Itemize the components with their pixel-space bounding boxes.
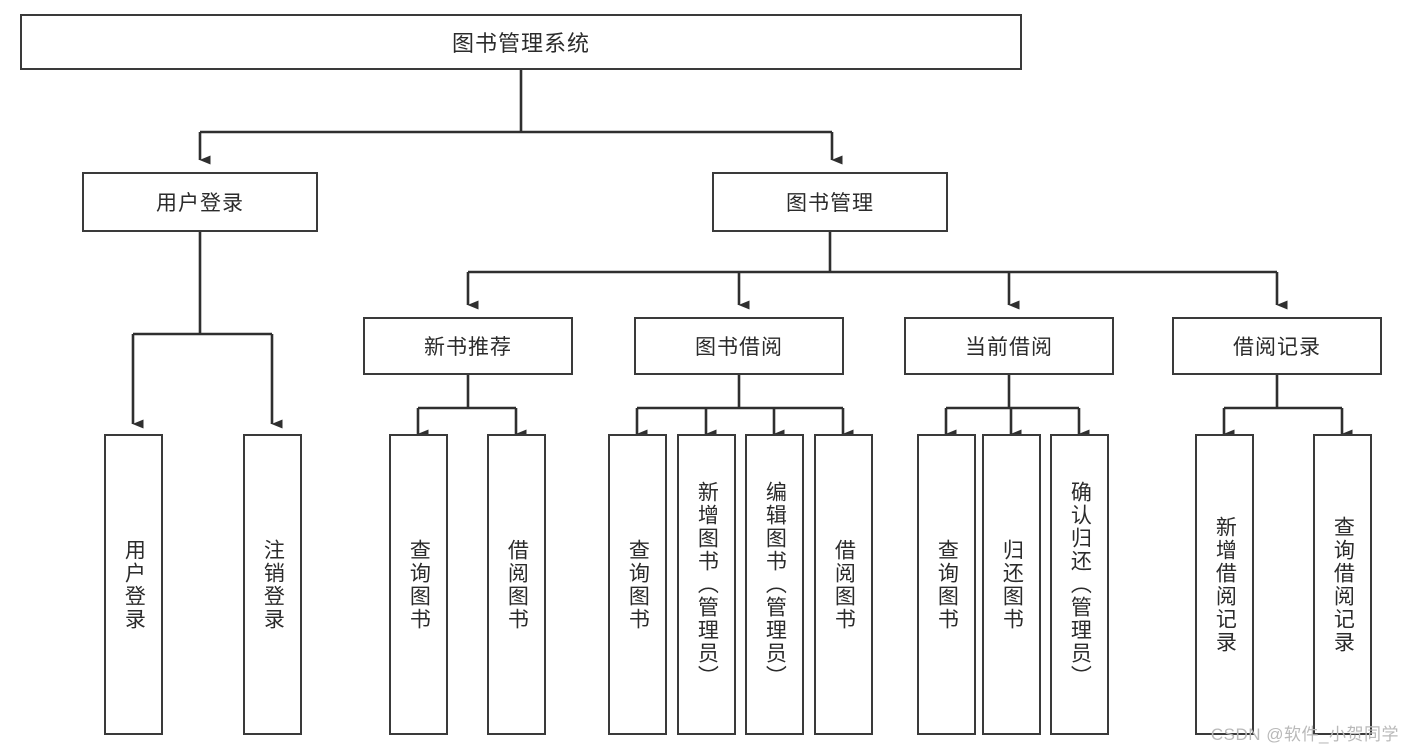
leaf-user-login-login[interactable]: 用户登录 — [104, 434, 163, 735]
node-new-book-recommend[interactable]: 新书推荐 — [363, 317, 573, 375]
node-label: 新增借阅记录 — [1213, 515, 1237, 654]
node-label: 查询图书 — [935, 538, 959, 631]
node-label: 用户登录 — [122, 538, 146, 631]
leaf-current-return-book[interactable]: 归还图书 — [982, 434, 1041, 735]
leaf-current-confirm-return-admin[interactable]: 确认归还（管理员） — [1050, 434, 1109, 735]
leaf-record-query-record[interactable]: 查询借阅记录 — [1313, 434, 1372, 735]
leaf-recommend-query-book[interactable]: 查询图书 — [389, 434, 448, 735]
node-label: 用户登录 — [156, 192, 244, 215]
node-label: 查询借阅记录 — [1331, 515, 1355, 654]
leaf-borrow-borrow-book[interactable]: 借阅图书 — [814, 434, 873, 735]
node-label: 借阅图书 — [505, 538, 529, 631]
leaf-record-add-record[interactable]: 新增借阅记录 — [1195, 434, 1254, 735]
node-label: 查询图书 — [626, 538, 650, 631]
leaf-recommend-borrow-book[interactable]: 借阅图书 — [487, 434, 546, 735]
node-book-borrow[interactable]: 图书借阅 — [634, 317, 844, 375]
node-label: 新书推荐 — [424, 336, 512, 359]
node-book-management[interactable]: 图书管理 — [712, 172, 948, 232]
leaf-user-login-logout[interactable]: 注销登录 — [243, 434, 302, 735]
node-label: 当前借阅 — [965, 336, 1053, 359]
node-label: 图书借阅 — [695, 336, 783, 359]
node-label: 查询图书 — [407, 538, 431, 631]
node-label: 借阅记录 — [1233, 336, 1321, 359]
node-user-login[interactable]: 用户登录 — [82, 172, 318, 232]
leaf-borrow-edit-book-admin[interactable]: 编辑图书（管理员） — [745, 434, 804, 735]
node-label: 编辑图书（管理员） — [763, 481, 787, 688]
node-label: 图书管理系统 — [451, 31, 590, 56]
leaf-borrow-add-book-admin[interactable]: 新增图书（管理员） — [677, 434, 736, 735]
node-label: 归还图书 — [1000, 538, 1024, 631]
node-borrow-record[interactable]: 借阅记录 — [1172, 317, 1382, 375]
node-label: 借阅图书 — [832, 538, 856, 631]
node-label: 注销登录 — [261, 538, 285, 631]
node-label: 新增图书（管理员） — [695, 481, 719, 688]
leaf-borrow-query-book[interactable]: 查询图书 — [608, 434, 667, 735]
node-root-system[interactable]: 图书管理系统 — [20, 14, 1022, 70]
node-label: 确认归还（管理员） — [1068, 481, 1092, 688]
node-current-borrow[interactable]: 当前借阅 — [904, 317, 1114, 375]
node-label: 图书管理 — [786, 192, 874, 215]
leaf-current-query-book[interactable]: 查询图书 — [917, 434, 976, 735]
